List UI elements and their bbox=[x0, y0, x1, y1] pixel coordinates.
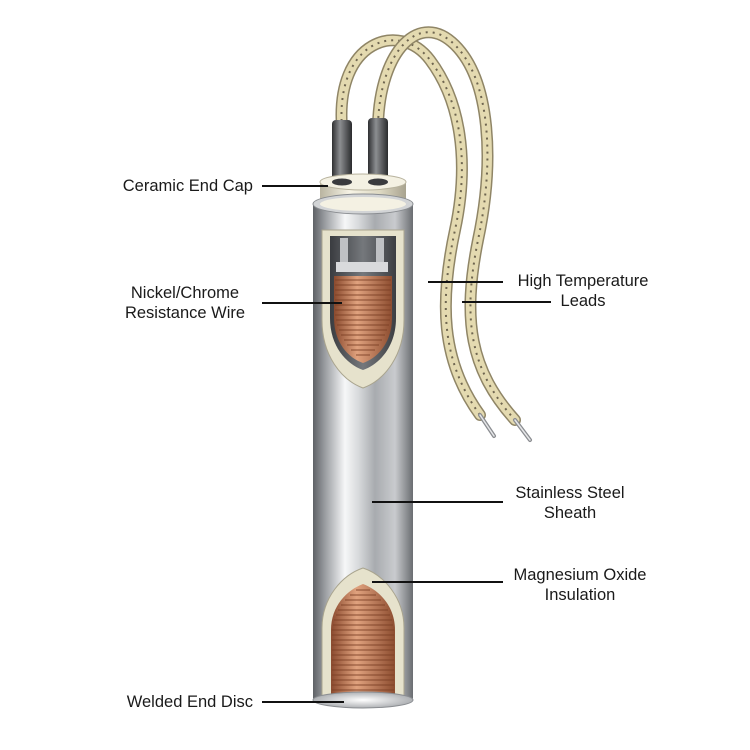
label-ceramic-end-cap: Ceramic End Cap bbox=[100, 176, 253, 196]
upper-cutaway bbox=[322, 230, 404, 388]
label-leads-line2: Leads bbox=[508, 291, 658, 311]
label-leads-line1: High Temperature bbox=[508, 271, 658, 291]
label-sheath-line1: Stainless Steel bbox=[505, 483, 635, 503]
label-stainless-steel-sheath: Stainless Steel Sheath bbox=[505, 483, 635, 523]
lower-coil-windings bbox=[332, 590, 394, 690]
label-insulation-line1: Magnesium Oxide bbox=[505, 565, 655, 585]
label-resistance-wire-line2: Resistance Wire bbox=[110, 303, 260, 323]
label-magnesium-oxide-insulation: Magnesium Oxide Insulation bbox=[505, 565, 655, 605]
label-welded-end-disc: Welded End Disc bbox=[90, 692, 253, 712]
welded-end-disc bbox=[313, 692, 413, 708]
label-high-temperature-leads: High Temperature Leads bbox=[508, 271, 658, 311]
label-resistance-wire: Nickel/Chrome Resistance Wire bbox=[110, 283, 260, 323]
label-resistance-wire-line1: Nickel/Chrome bbox=[110, 283, 260, 303]
label-sheath-line2: Sheath bbox=[505, 503, 635, 523]
label-insulation-line2: Insulation bbox=[505, 585, 655, 605]
